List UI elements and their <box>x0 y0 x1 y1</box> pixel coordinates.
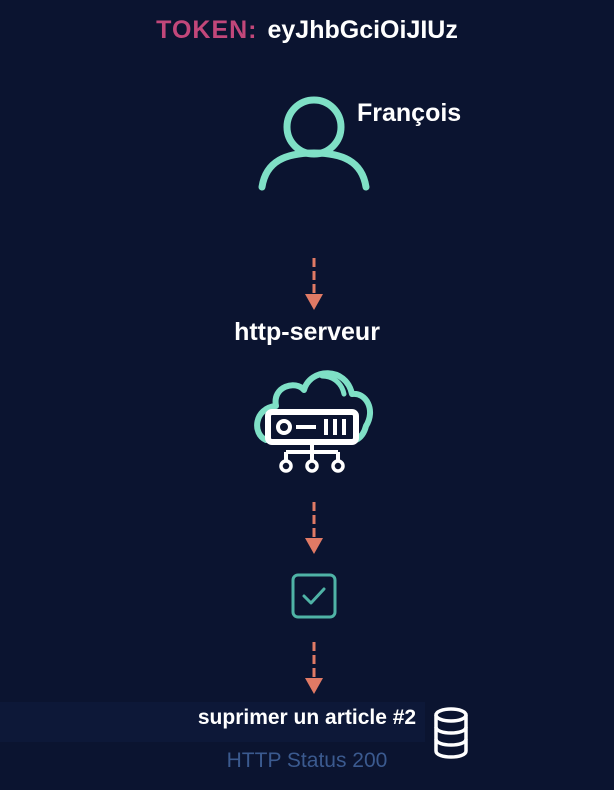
database-icon <box>434 707 468 759</box>
token-header: TOKEN: eyJhbGciOiJIUz <box>0 16 614 45</box>
user-icon <box>258 96 370 191</box>
arrow-down-icon <box>305 642 323 694</box>
cloud-server-icon <box>254 370 373 473</box>
action-label: suprimer un article #2 <box>197 706 417 729</box>
arrow-down-icon <box>305 502 323 554</box>
server-label: http-serveur <box>234 318 380 346</box>
checkbox-checked-icon <box>291 573 337 619</box>
arrow-down-icon <box>305 258 323 310</box>
http-status: HTTP Status 200 <box>226 749 388 772</box>
user-name: François <box>357 99 462 127</box>
action-banner <box>0 702 425 742</box>
token-label: TOKEN: <box>156 16 258 44</box>
token-value: eyJhbGciOiJIUz <box>267 16 458 44</box>
